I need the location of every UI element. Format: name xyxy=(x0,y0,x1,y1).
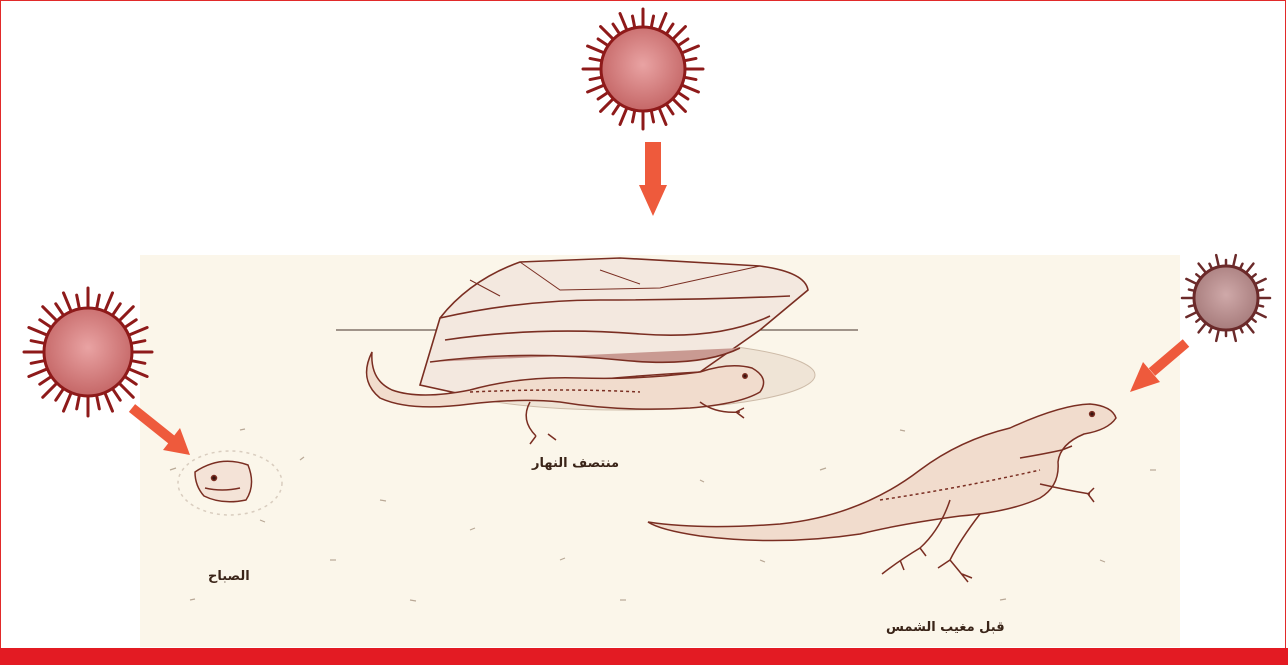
label-morning: الصباح xyxy=(208,569,250,584)
bottom-band xyxy=(0,648,1288,665)
label-evening: قبل مغيب الشمس xyxy=(886,620,1005,635)
lizard-evening-drawing xyxy=(648,404,1116,582)
sun-evening-icon xyxy=(1182,255,1270,341)
arrow-evening-icon xyxy=(1130,343,1186,392)
sun-noon-icon xyxy=(583,9,703,129)
label-noon: منتصف النهار xyxy=(532,456,619,471)
sun-morning-icon xyxy=(24,288,152,416)
arrow-noon-icon xyxy=(639,142,667,216)
arrow-morning-icon xyxy=(132,408,190,455)
lizard-morning-drawing xyxy=(178,451,282,515)
